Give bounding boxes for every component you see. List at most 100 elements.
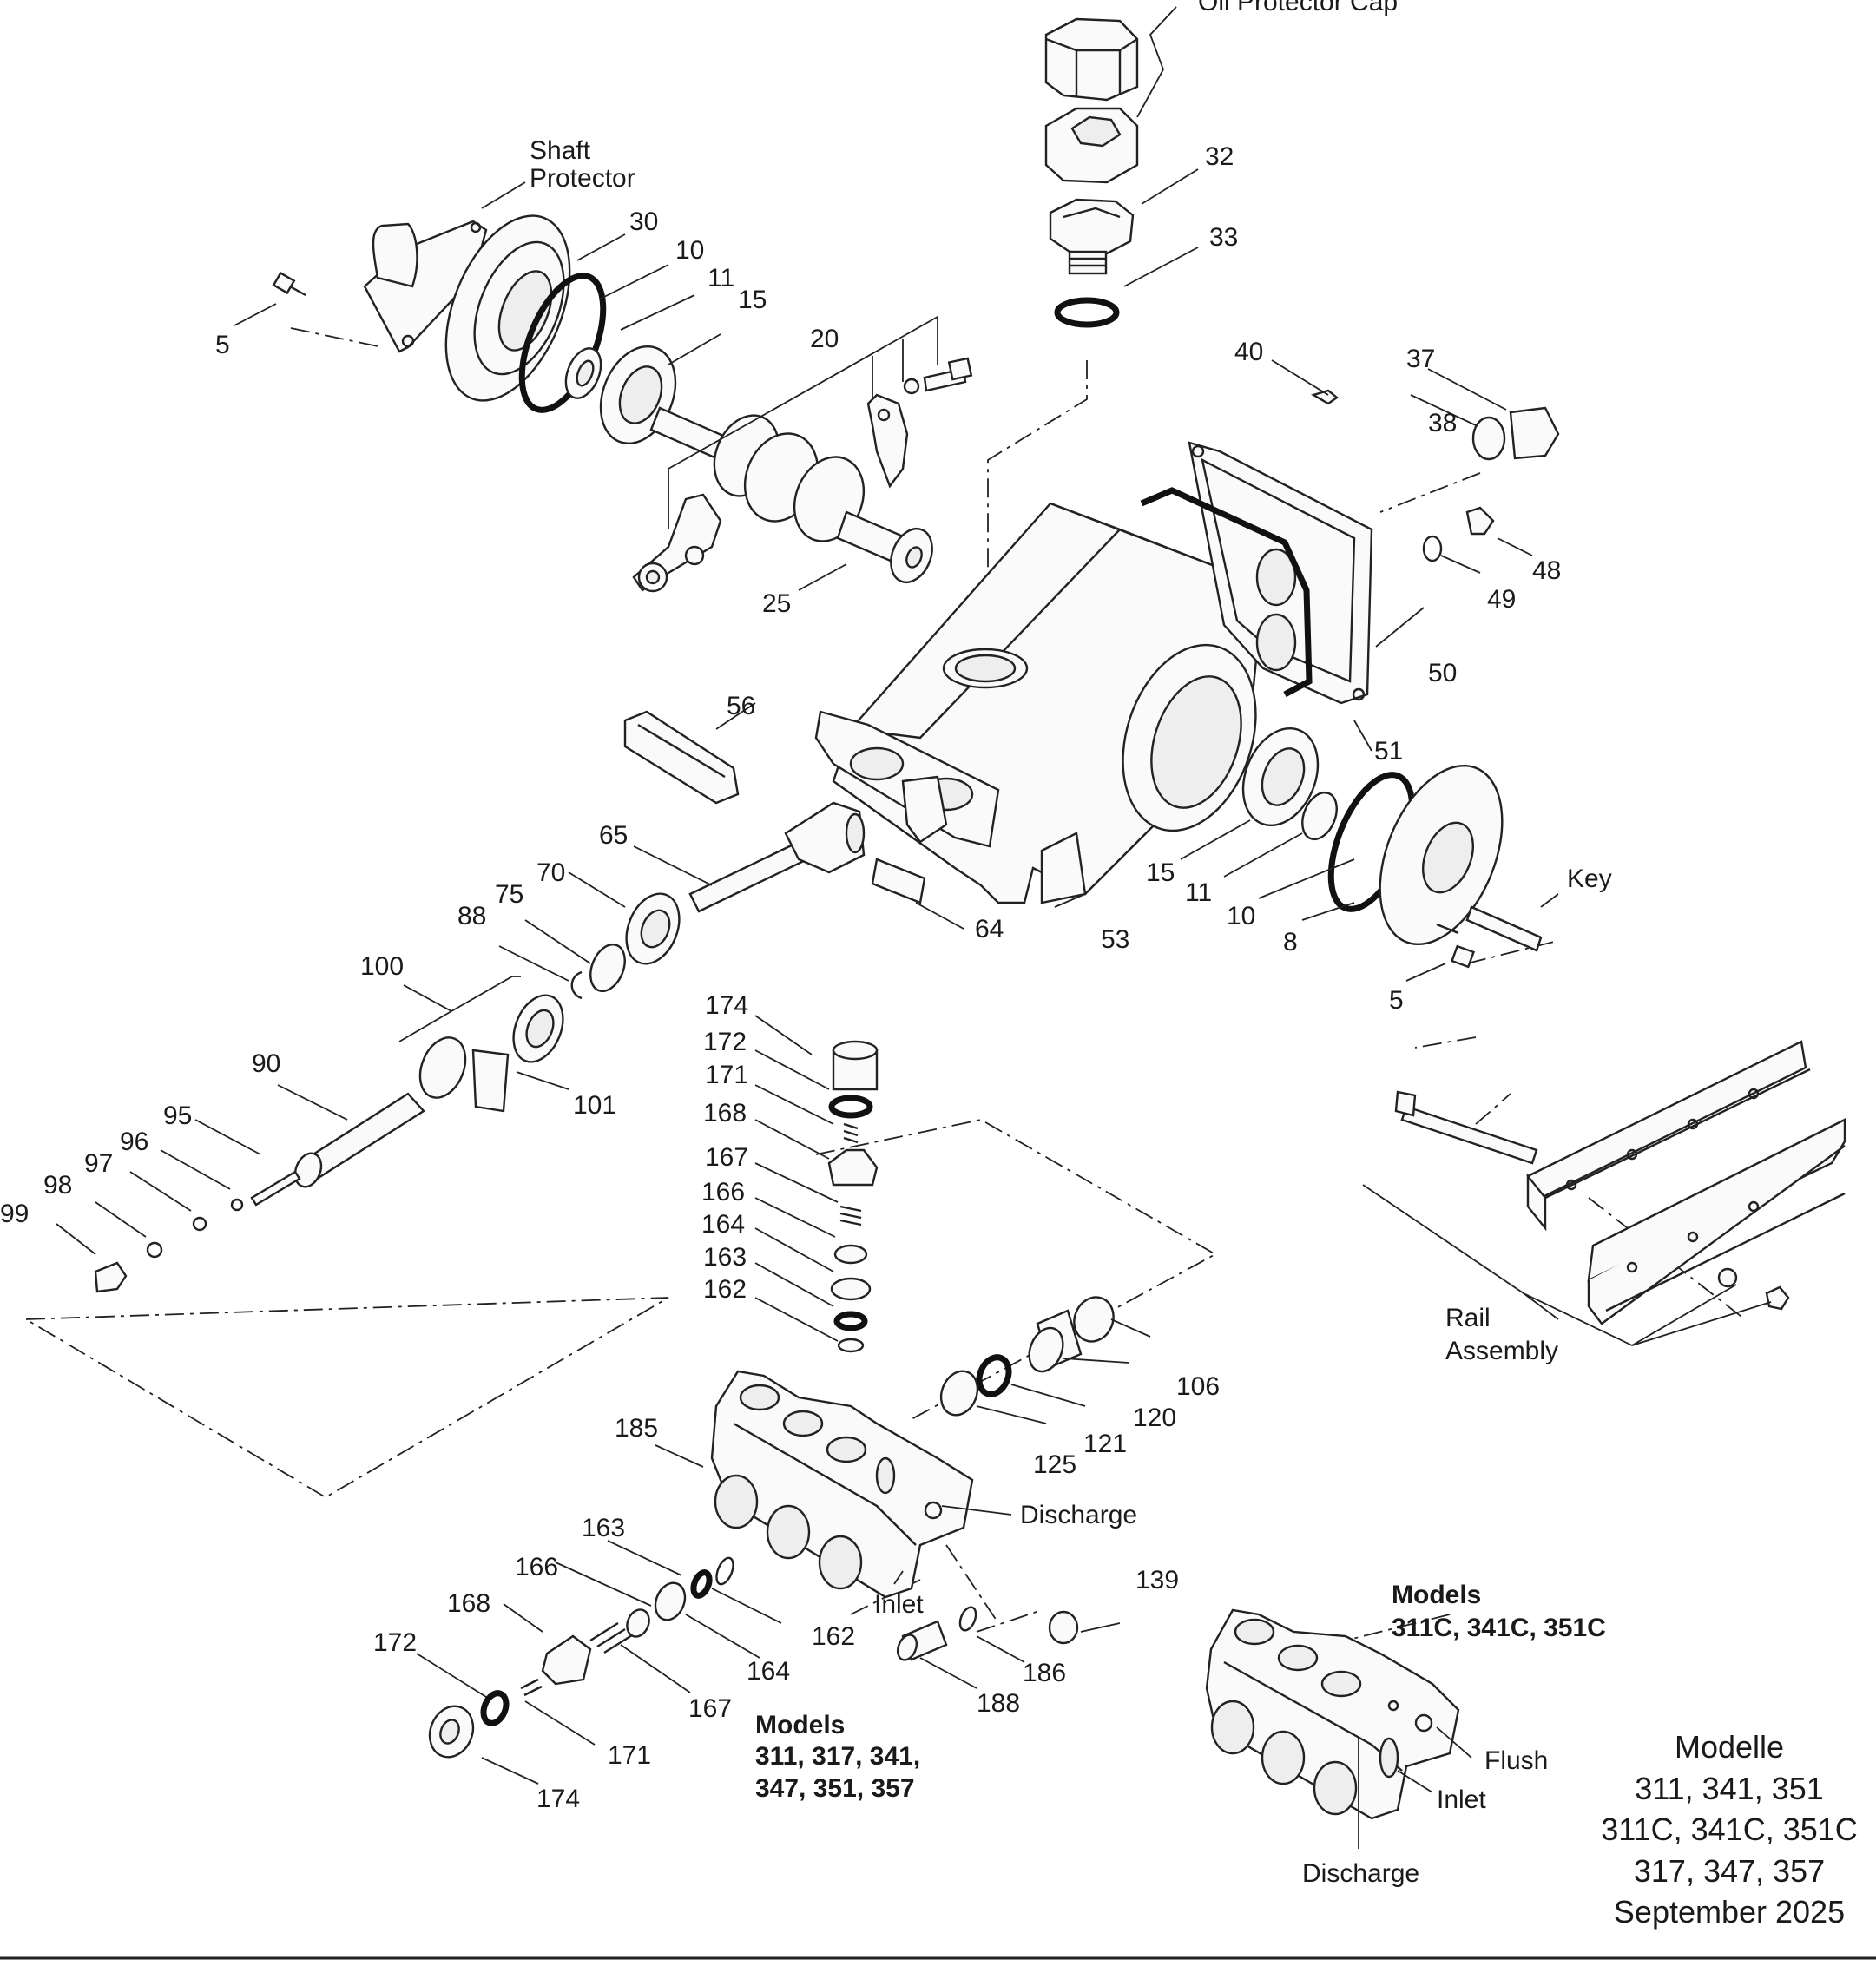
part-number: 20 [810, 325, 839, 353]
label-shaft-protector-2: Protector [530, 164, 635, 193]
modelle-line1: 311, 341, 351 [1635, 1771, 1824, 1806]
part-number: 168 [703, 1099, 747, 1128]
part-number: 139 [1135, 1566, 1179, 1594]
part-number: 10 [675, 236, 704, 265]
rail-assembly [1394, 1040, 1846, 1325]
part-number: 8 [1283, 928, 1298, 957]
part-number: 48 [1532, 556, 1561, 585]
part-number: 33 [1209, 223, 1238, 252]
label-rail-assembly-2: Assembly [1445, 1337, 1558, 1365]
part-number: 96 [120, 1128, 148, 1156]
part-number: 88 [457, 902, 486, 930]
part-56 [623, 710, 740, 805]
modelle-heading: Modelle [1675, 1729, 1784, 1765]
part-number: 97 [84, 1149, 113, 1178]
part-number: 5 [1389, 986, 1404, 1015]
models-alt-line1: 311C, 341C, 351C [1392, 1614, 1606, 1642]
label-inlet: Inlet [874, 1590, 924, 1619]
part-number: 15 [1146, 858, 1175, 887]
crankcase-53 [814, 502, 1261, 904]
part-number: 5 [215, 331, 230, 359]
plugs-37-38-48-49 [1311, 389, 1560, 562]
part-number: 37 [1406, 345, 1435, 373]
part-number: 90 [252, 1049, 280, 1078]
part-number: 167 [705, 1143, 748, 1172]
part-number: 53 [1101, 925, 1129, 954]
manifold-185 [710, 1370, 974, 1599]
part-number: 38 [1428, 409, 1457, 437]
part-number: 167 [688, 1694, 732, 1723]
part-number: 174 [705, 991, 748, 1020]
part-number: 30 [629, 207, 658, 236]
part-number: 95 [163, 1101, 192, 1130]
part-number: 162 [812, 1622, 855, 1651]
part-number: 162 [703, 1275, 747, 1304]
part-number: 121 [1083, 1430, 1127, 1458]
models-main-line1: 311, 317, 341, [755, 1742, 920, 1771]
part-number: 49 [1487, 585, 1516, 614]
label-shaft-protector-1: Shaft [530, 136, 591, 165]
models-alt-heading: Models [1392, 1581, 1481, 1609]
part-number: 25 [762, 589, 791, 618]
label-discharge-alt: Discharge [1302, 1859, 1419, 1888]
part-number: 166 [701, 1178, 745, 1207]
rear-cover-50 [1140, 441, 1373, 705]
label-oil-protector-cap: Oil Protector Cap [1198, 0, 1398, 16]
part-number: 166 [515, 1553, 558, 1581]
part-number: 10 [1227, 902, 1255, 930]
modelle-line2: 311C, 341C, 351C [1601, 1811, 1858, 1847]
label-key: Key [1567, 865, 1612, 893]
connecting-rods [632, 357, 973, 593]
part-number: 171 [705, 1061, 748, 1089]
part-number: 185 [615, 1414, 658, 1443]
part-number: 75 [495, 880, 523, 909]
part-number: 65 [599, 821, 628, 850]
label-discharge: Discharge [1020, 1501, 1137, 1529]
part-number: 163 [582, 1514, 625, 1542]
part-number: 106 [1176, 1372, 1220, 1401]
part-number: 125 [1033, 1450, 1076, 1479]
part-number: 188 [977, 1689, 1020, 1718]
models-main-line2: 347, 351, 357 [755, 1774, 915, 1803]
part-number: 100 [360, 952, 404, 981]
part-number: 64 [975, 915, 1004, 944]
part-number: 186 [1023, 1659, 1066, 1687]
side-bearing-set [1241, 727, 1543, 969]
valve-stack-bottom [428, 1556, 1079, 1759]
part-number: 11 [708, 264, 734, 293]
part-number: 99 [0, 1200, 29, 1228]
oil-protector-cap-stack [1044, 17, 1139, 328]
label-flush: Flush [1484, 1746, 1548, 1775]
part-number: 164 [747, 1657, 790, 1686]
labels: Oil Protector Cap Shaft Protector Key Ra… [0, 0, 1858, 1930]
part-number: 172 [373, 1628, 417, 1657]
part-number: 32 [1205, 142, 1234, 171]
discharge-fittings [939, 1296, 1115, 1417]
shaft-protector-assembly [272, 214, 607, 413]
part-number: 51 [1374, 737, 1403, 766]
part-number: 168 [447, 1589, 490, 1618]
part-number: 56 [727, 692, 755, 720]
part-number: 40 [1234, 338, 1263, 366]
label-inlet-alt: Inlet [1437, 1785, 1486, 1814]
key-part [1465, 905, 1543, 952]
plunger-set [570, 801, 926, 1000]
part-number: 164 [701, 1210, 745, 1239]
part-number: 98 [43, 1171, 72, 1200]
part-number: 174 [536, 1785, 580, 1813]
part-number: 172 [703, 1028, 747, 1056]
valve-stack-top [827, 1040, 879, 1353]
part-number: 120 [1133, 1404, 1176, 1432]
part-number: 11 [1185, 878, 1212, 907]
part-number: 70 [536, 858, 565, 887]
part-number: 101 [573, 1091, 616, 1120]
seal-retainer-set [293, 994, 564, 1188]
part-number: 15 [738, 286, 767, 314]
label-rail-assembly-1: Rail [1445, 1304, 1491, 1332]
modelle-date: September 2025 [1614, 1894, 1845, 1930]
small-parts-95-99 [94, 1170, 301, 1293]
crankshaft-assembly [599, 345, 933, 583]
bolt-5-side [1436, 923, 1476, 969]
